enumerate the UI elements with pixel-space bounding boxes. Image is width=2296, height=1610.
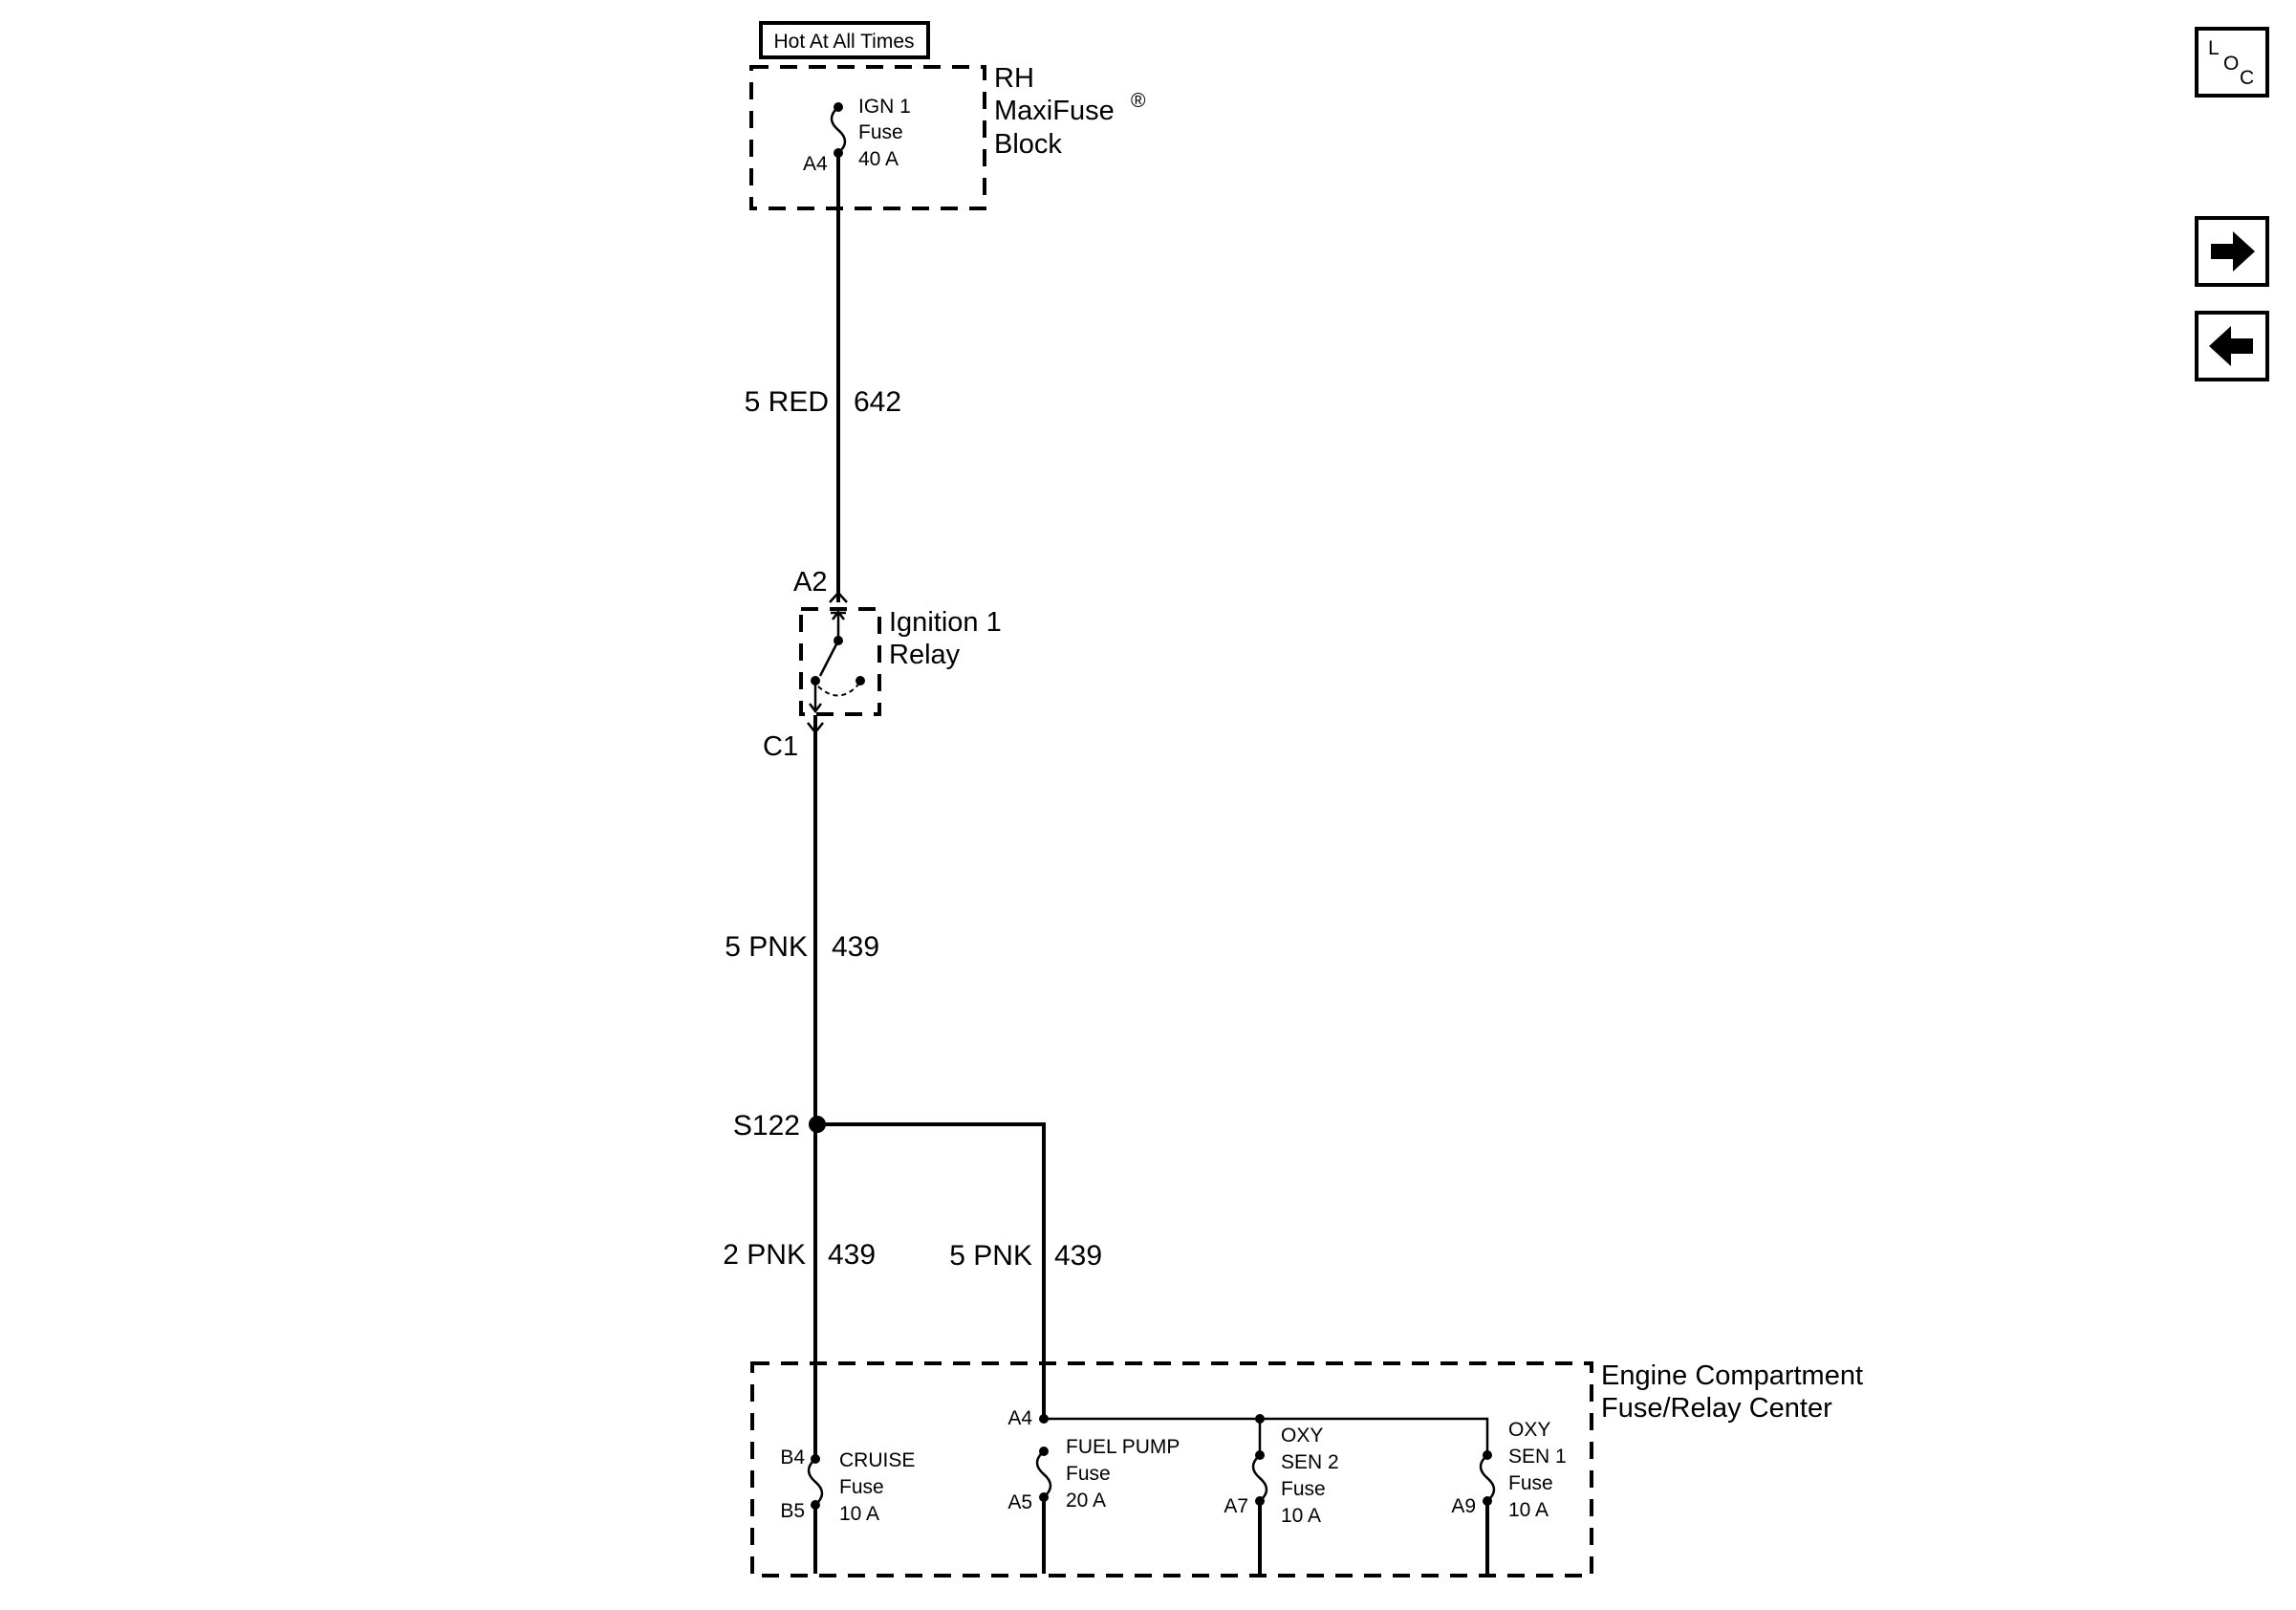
oxy-sen-1-fuse: A9 OXY SEN 1 Fuse 10 A xyxy=(1451,1419,1567,1574)
svg-text:439: 439 xyxy=(828,1239,876,1271)
svg-text:10 A: 10 A xyxy=(839,1503,879,1525)
svg-text:Fuse: Fuse xyxy=(839,1476,884,1498)
oxy-sen-2-fuse: A7 OXY SEN 2 Fuse 10 A xyxy=(1224,1425,1339,1574)
loc-letter-c: C xyxy=(2240,67,2254,89)
pin-b4: B4 xyxy=(780,1447,805,1469)
fuse-center-name-1: Engine Compartment xyxy=(1601,1360,1863,1391)
svg-text:642: 642 xyxy=(854,386,901,418)
svg-text:Fuse: Fuse xyxy=(1508,1472,1553,1494)
wire-642: 5 RED 642 xyxy=(745,153,901,602)
fuse-relay-center: Engine Compartment Fuse/Relay Center A4 xyxy=(750,1360,1863,1577)
wire-439-main: 5 PNK 439 xyxy=(725,715,879,1126)
fuse-center-name-2: Fuse/Relay Center xyxy=(1601,1393,1832,1424)
svg-text:SEN 1: SEN 1 xyxy=(1508,1446,1567,1468)
prev-page-button[interactable] xyxy=(2195,311,2269,381)
pin-a5: A5 xyxy=(1007,1491,1032,1513)
svg-text:Fuse: Fuse xyxy=(858,121,903,143)
splice-s122: S122 xyxy=(733,1110,1046,1419)
next-page-button[interactable] xyxy=(2195,216,2269,287)
svg-text:OXY: OXY xyxy=(1281,1425,1323,1447)
cruise-fuse: B4 B5 CRUISE Fuse 10 A xyxy=(780,1447,915,1574)
arrow-right-icon xyxy=(2211,231,2255,272)
registered-mark: ® xyxy=(1131,90,1146,112)
pin-a9: A9 xyxy=(1451,1495,1476,1517)
wire-439-right: 5 PNK 439 xyxy=(949,1240,1102,1272)
wire-439-left: 2 PNK 439 xyxy=(723,1124,876,1459)
ign1-fuse: IGN 1 Fuse 40 A A4 xyxy=(803,96,911,175)
loc-letter-o: O xyxy=(2223,53,2239,75)
svg-text:439: 439 xyxy=(1054,1240,1102,1272)
svg-text:Fuse: Fuse xyxy=(1066,1463,1111,1485)
svg-text:20 A: 20 A xyxy=(1066,1490,1106,1512)
pin-a7: A7 xyxy=(1224,1495,1248,1517)
svg-text:IGN 1: IGN 1 xyxy=(858,96,911,118)
svg-text:10 A: 10 A xyxy=(1508,1499,1549,1521)
hot-at-all-times-label: Hot At All Times xyxy=(759,21,930,59)
maxifuse-block-name-1: RH xyxy=(994,63,1034,94)
svg-text:FUEL PUMP: FUEL PUMP xyxy=(1066,1436,1180,1458)
svg-text:439: 439 xyxy=(832,931,879,963)
svg-text:OXY: OXY xyxy=(1508,1419,1550,1441)
pin-a4-bus: A4 xyxy=(1007,1407,1032,1429)
maxifuse-block-name-2: MaxiFuse xyxy=(994,96,1115,126)
svg-text:Fuse: Fuse xyxy=(1281,1478,1326,1500)
svg-text:5 RED: 5 RED xyxy=(745,386,829,418)
svg-text:5 PNK: 5 PNK xyxy=(949,1240,1032,1272)
pin-b5: B5 xyxy=(780,1500,805,1522)
ignition-1-relay: A2 Ignition 1 Relay C1 xyxy=(763,567,1002,762)
arrow-left-icon xyxy=(2209,326,2253,366)
maxifuse-block: RH MaxiFuse ® Block xyxy=(749,63,1146,210)
loc-button[interactable]: L O C xyxy=(2195,27,2269,98)
svg-text:Hot At All Times: Hot At All Times xyxy=(773,31,914,53)
fuel-pump-fuse: A5 FUEL PUMP Fuse 20 A xyxy=(1007,1436,1180,1574)
svg-text:40 A: 40 A xyxy=(858,148,899,170)
svg-text:CRUISE: CRUISE xyxy=(839,1449,915,1471)
maxifuse-block-name-3: Block xyxy=(994,129,1062,160)
pin-a2: A2 xyxy=(793,567,827,598)
pin-c1: C1 xyxy=(763,731,798,762)
svg-text:5 PNK: 5 PNK xyxy=(725,931,808,963)
loc-letter-l: L xyxy=(2208,37,2220,59)
pin-a4-maxifuse: A4 xyxy=(803,153,828,175)
svg-text:SEN 2: SEN 2 xyxy=(1281,1451,1339,1473)
svg-text:2 PNK: 2 PNK xyxy=(723,1239,806,1271)
relay-name-2: Relay xyxy=(889,640,961,670)
svg-text:S122: S122 xyxy=(733,1110,800,1142)
relay-name-1: Ignition 1 xyxy=(889,607,1002,638)
svg-text:10 A: 10 A xyxy=(1281,1505,1321,1527)
